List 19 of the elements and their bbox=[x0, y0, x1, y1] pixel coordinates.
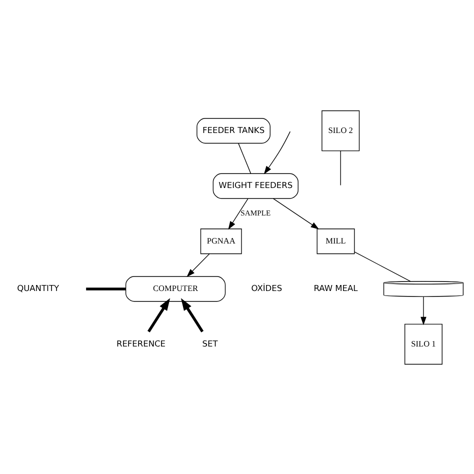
edge-label: SAMPLE bbox=[240, 208, 271, 218]
node-text: REFERENCE bbox=[116, 338, 166, 348]
connector bbox=[354, 251, 411, 282]
arrow bbox=[420, 296, 426, 325]
node-box: FEEDER TANKS bbox=[196, 118, 270, 144]
arrow bbox=[272, 198, 320, 229]
arrow bbox=[180, 298, 204, 332]
node-text: SET bbox=[202, 338, 218, 348]
arrow bbox=[147, 298, 170, 332]
arrow bbox=[186, 253, 210, 276]
label: OXİDES bbox=[251, 282, 282, 293]
connector bbox=[340, 150, 341, 186]
arrow bbox=[264, 130, 291, 174]
connector bbox=[86, 287, 126, 290]
node-box: WEIGHT FEEDERS bbox=[212, 172, 298, 198]
label: RAW MEAL bbox=[314, 282, 358, 293]
label: QUANTITY bbox=[17, 282, 60, 293]
arrow bbox=[228, 198, 248, 230]
connector bbox=[238, 142, 252, 174]
